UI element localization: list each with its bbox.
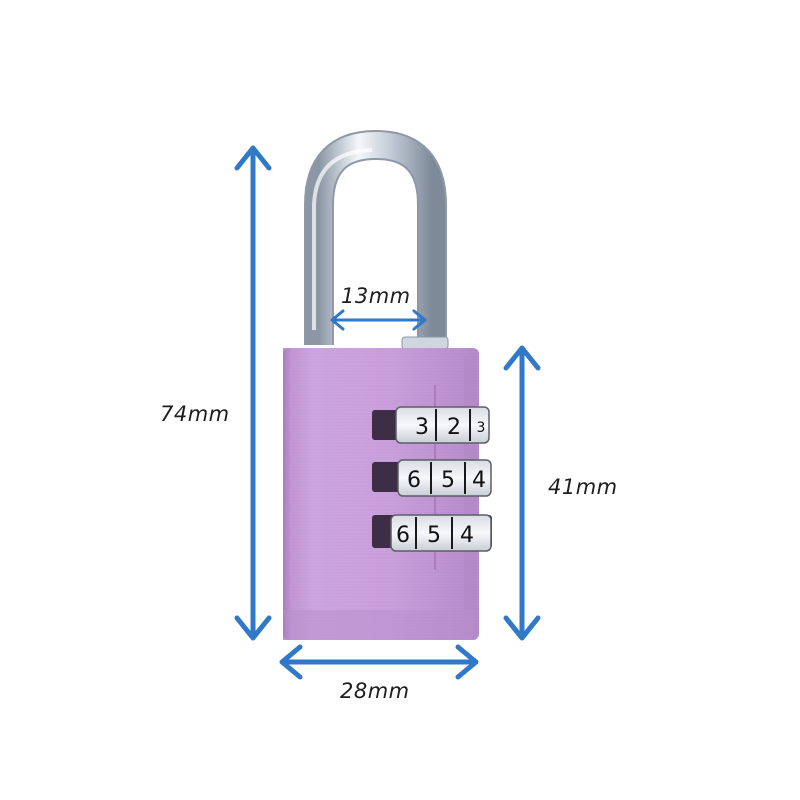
dial-row-2[interactable]: 6 5 4 <box>397 459 492 497</box>
total-height-label: 74mm <box>160 402 230 426</box>
dial-digit: 6 <box>407 468 421 493</box>
shackle-width-label: 13mm <box>341 284 411 308</box>
dial-digit: 2 <box>447 415 461 440</box>
dial-digit: 5 <box>427 523 441 548</box>
height-arrow <box>234 145 272 641</box>
dial-digit: 6 <box>396 523 410 548</box>
dial-row-1[interactable]: 3 2 3 <box>395 406 490 444</box>
width-arrow <box>279 644 479 680</box>
dial-row-3[interactable]: 6 5 4 <box>390 514 492 552</box>
body-height-label: 41mm <box>548 475 618 499</box>
dial-digit: 4 <box>460 523 474 548</box>
dial-digit: 5 <box>441 468 455 493</box>
dial-digit: 3 <box>415 415 429 440</box>
body-width-label: 28mm <box>340 679 410 703</box>
dial-digit: 4 <box>472 468 486 493</box>
shackle-width-arrow <box>330 309 427 331</box>
shackle <box>304 129 449 350</box>
dial-digit: 3 <box>477 420 486 436</box>
body-height-arrow <box>503 345 541 641</box>
